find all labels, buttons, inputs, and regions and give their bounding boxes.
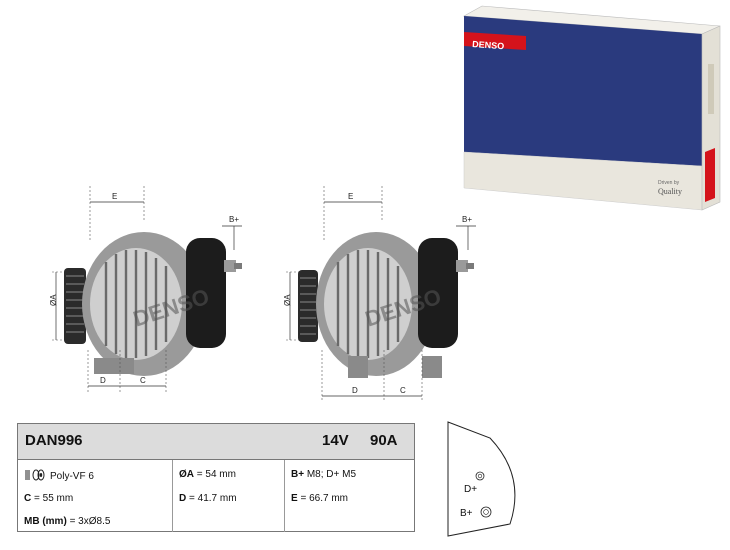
b-value: M8; D+ M5 bbox=[306, 469, 357, 480]
dim-label-d-2: D bbox=[352, 386, 358, 395]
spec-row-d: D = 41.7 mm bbox=[179, 493, 237, 504]
dim-label-bplus: B+ bbox=[229, 215, 239, 224]
dim-label-bplus-2: B+ bbox=[462, 215, 472, 224]
c-value: = 55 mm bbox=[34, 493, 74, 504]
a-value: = 54 mm bbox=[196, 469, 236, 480]
pulley-icon bbox=[24, 469, 46, 484]
dim-label-c: C bbox=[140, 376, 146, 385]
box-tagline-bottom: Quality bbox=[658, 187, 682, 196]
dim-label-oa-2: ØA bbox=[283, 294, 292, 306]
b-label: B+ bbox=[291, 469, 305, 480]
spec-row-a: ØA = 54 mm bbox=[179, 469, 236, 480]
spec-column-3: B+ M8; D+ M5 E = 66.7 mm bbox=[285, 460, 414, 532]
d-label: D bbox=[179, 493, 187, 504]
product-box-image: DENSO Driven by Quality bbox=[462, 4, 724, 214]
e-value: = 66.7 mm bbox=[300, 493, 348, 504]
part-number: DAN996 bbox=[25, 432, 83, 449]
spec-row-mb: MB (mm) = 3xØ8.5 bbox=[24, 516, 110, 527]
spec-column-2: ØA = 54 mm D = 41.7 mm bbox=[173, 460, 285, 532]
e-label: E bbox=[291, 493, 298, 504]
dim-label-e: E bbox=[112, 192, 117, 201]
box-brand-text: DENSO bbox=[472, 39, 505, 51]
dim-label-d: D bbox=[100, 376, 106, 385]
spec-row-b: B+ M8; D+ M5 bbox=[291, 469, 356, 480]
dplus-label: D+ bbox=[464, 484, 477, 495]
bplus-label: B+ bbox=[460, 508, 473, 519]
spec-row-c: C = 55 mm bbox=[24, 493, 73, 504]
connector-diagram: D+ B+ bbox=[440, 420, 530, 540]
dim-label-c-2: C bbox=[400, 386, 406, 395]
d-value: = 41.7 mm bbox=[189, 493, 237, 504]
pulley-value: Poly-VF 6 bbox=[50, 471, 94, 483]
amperage-value: 90A bbox=[370, 432, 398, 449]
mb-label: MB (mm) bbox=[24, 516, 67, 527]
mb-value: = 3xØ8.5 bbox=[69, 516, 111, 527]
spec-row-e: E = 66.7 mm bbox=[291, 493, 348, 504]
dim-label-oa: ØA bbox=[49, 294, 58, 306]
dim-label-e-2: E bbox=[348, 192, 353, 201]
voltage-value: 14V bbox=[322, 432, 349, 449]
alternator-drawing-front: E B+ ØA DEN bbox=[36, 180, 276, 406]
alternator-drawing-side: E B+ ØA DENSO bbox=[272, 180, 492, 406]
a-label: ØA bbox=[179, 469, 194, 480]
spec-column-1: Poly-VF 6 C = 55 mm MB (mm) = 3xØ8.5 bbox=[18, 460, 173, 532]
dplus-terminal-icon bbox=[475, 471, 485, 481]
c-label: C bbox=[24, 493, 32, 504]
spec-header: DAN996 14V 90A bbox=[18, 424, 414, 460]
box-tagline-top: Driven by bbox=[658, 180, 680, 186]
bplus-terminal-icon bbox=[480, 506, 492, 518]
spec-row-pulley: Poly-VF 6 bbox=[24, 469, 94, 484]
spec-table: DAN996 14V 90A Poly-VF 6 C = bbox=[17, 423, 415, 532]
